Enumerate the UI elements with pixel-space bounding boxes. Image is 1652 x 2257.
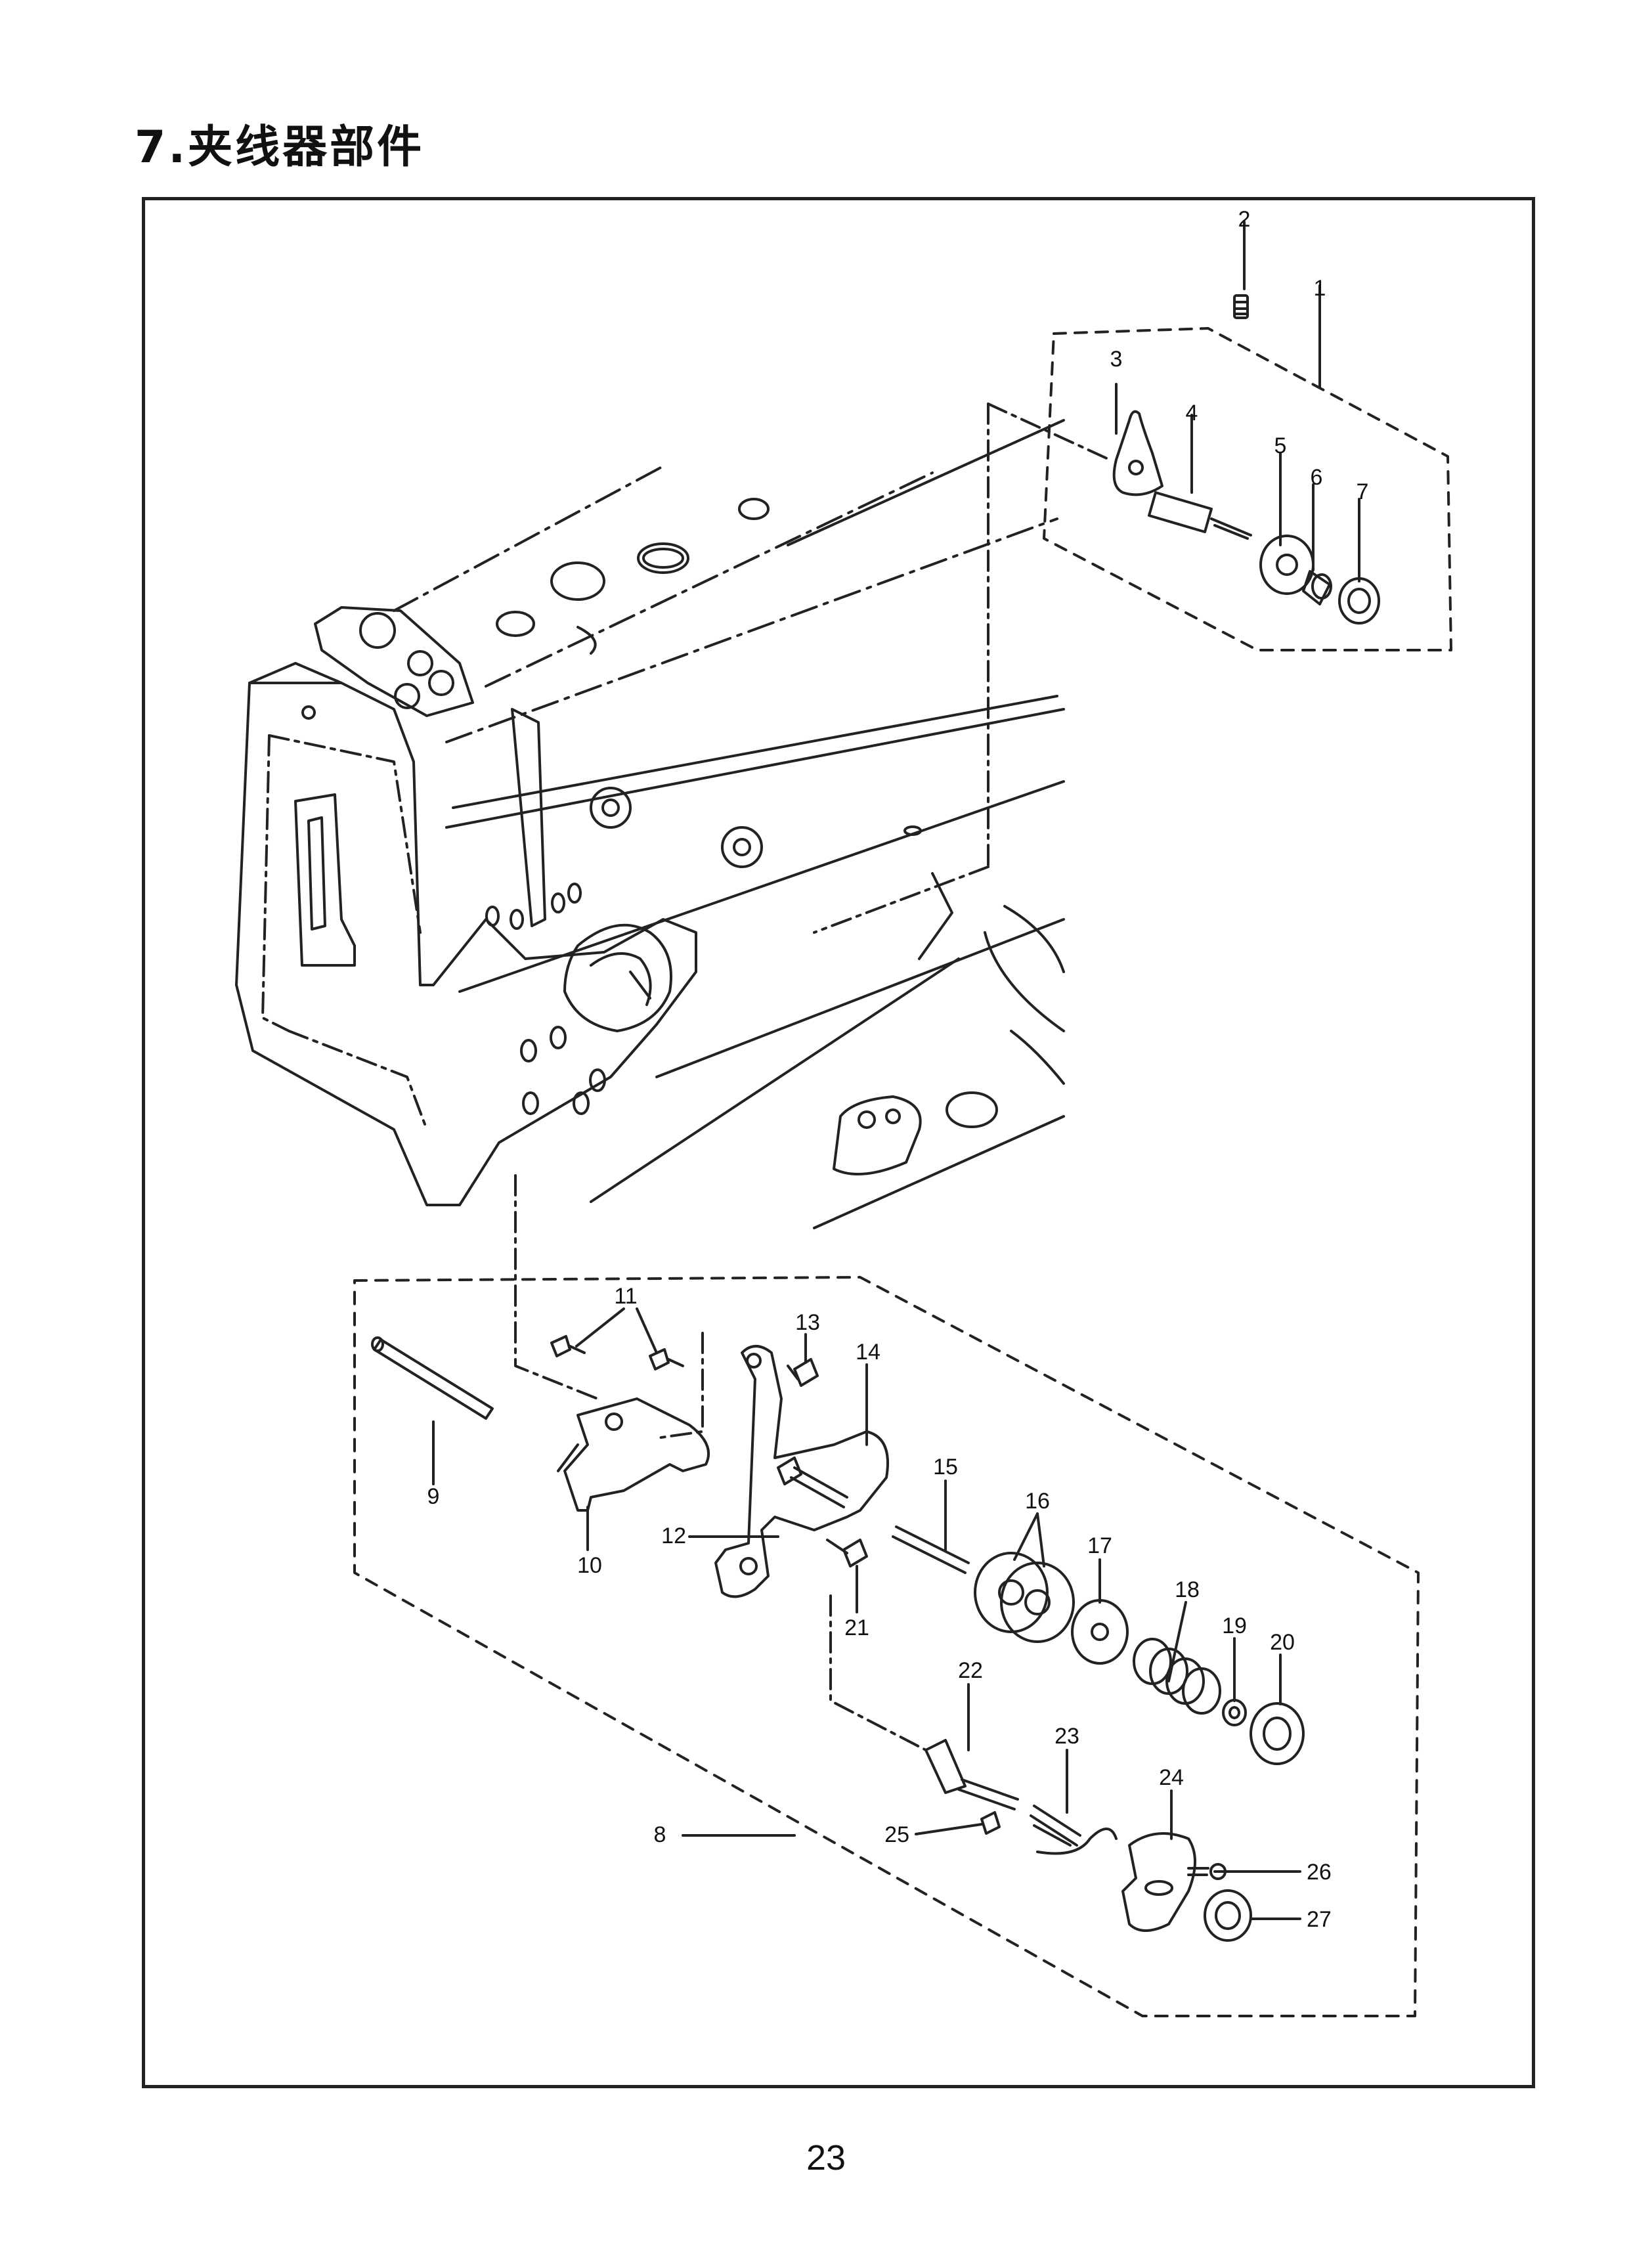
callout-25: 25 xyxy=(884,1822,909,1847)
callout-22: 22 xyxy=(958,1658,983,1683)
callout-24: 24 xyxy=(1159,1765,1184,1790)
callout-4: 4 xyxy=(1186,401,1198,426)
tension-assembly-upper-group xyxy=(813,221,1452,934)
callout-1: 1 xyxy=(1314,276,1326,301)
machine-head xyxy=(235,419,1065,1229)
callout-20: 20 xyxy=(1270,1630,1295,1655)
callout-16: 16 xyxy=(1025,1489,1050,1514)
callout-6: 6 xyxy=(1311,465,1323,490)
callout-17: 17 xyxy=(1087,1533,1112,1558)
callout-8: 8 xyxy=(654,1822,666,1847)
callout-7: 7 xyxy=(1357,479,1369,504)
callout-3: 3 xyxy=(1110,347,1123,372)
tension-assembly-lower-group xyxy=(353,1174,1420,2017)
callout-labels: 1 2 3 4 5 6 7 8 9 10 11 12 13 14 15 16 1… xyxy=(427,207,1369,1932)
callout-12: 12 xyxy=(661,1523,686,1548)
callout-2: 2 xyxy=(1238,207,1251,232)
diagram-frame xyxy=(142,197,1535,2088)
callout-13: 13 xyxy=(795,1310,820,1335)
callout-5: 5 xyxy=(1274,433,1287,458)
callout-14: 14 xyxy=(856,1340,880,1365)
page-title: 7.夹线器部件 xyxy=(135,121,425,173)
callout-18: 18 xyxy=(1175,1577,1200,1602)
callout-19: 19 xyxy=(1222,1613,1247,1638)
page-number: 23 xyxy=(806,2138,846,2178)
callout-23: 23 xyxy=(1054,1724,1079,1749)
callout-27: 27 xyxy=(1307,1907,1332,1932)
callout-11: 11 xyxy=(614,1284,637,1309)
callout-15: 15 xyxy=(933,1455,958,1479)
callout-9: 9 xyxy=(427,1484,440,1509)
callout-21: 21 xyxy=(844,1615,869,1640)
callout-26: 26 xyxy=(1307,1860,1332,1885)
callout-10: 10 xyxy=(577,1553,602,1578)
